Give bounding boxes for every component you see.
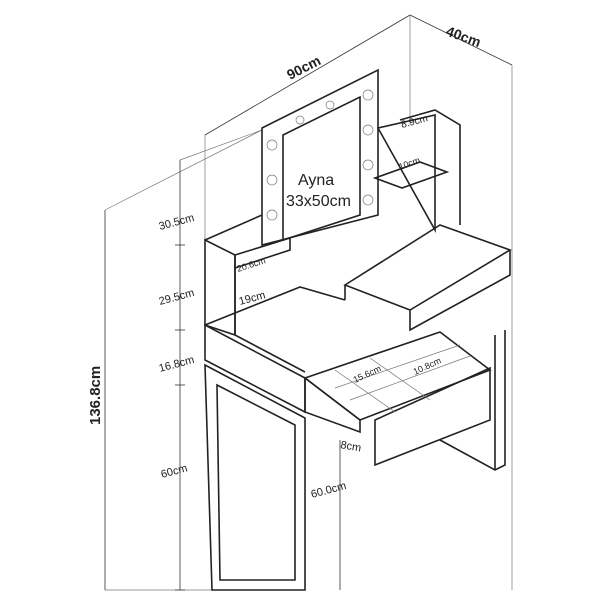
depth-label: 40cm	[444, 23, 483, 50]
drawer-compartment-a-label: 15.6cm	[352, 363, 383, 385]
hutch-top-label: 30.5cm	[158, 212, 196, 233]
width-label: 90cm	[284, 52, 323, 83]
desk	[204, 286, 506, 591]
total-height-label: 136.8cm	[87, 366, 104, 425]
hutch-mid-label: 29.5cm	[158, 287, 196, 308]
shelf-left-width-label: 20.6cm	[236, 255, 267, 274]
dimension-lines	[104, 14, 513, 591]
mirror	[261, 68, 379, 247]
shelf-right-depth-label: 10cm	[397, 155, 421, 172]
top-band-label: 16.8cm	[158, 354, 196, 375]
leg-height-left-label: 60cm	[160, 462, 189, 481]
mirror-size: 33x50cm	[286, 193, 351, 210]
leg-height-right-label: 60.0cm	[310, 480, 348, 501]
drawer-compartment-b-label: 10.8cm	[412, 355, 443, 377]
shelf-left-height-label: 19cm	[238, 289, 267, 308]
shelf-right-gap-label: 8.9cm	[400, 113, 429, 131]
mirror-name: Ayna	[298, 172, 334, 189]
drawer-height-label: 8cm	[339, 439, 362, 454]
